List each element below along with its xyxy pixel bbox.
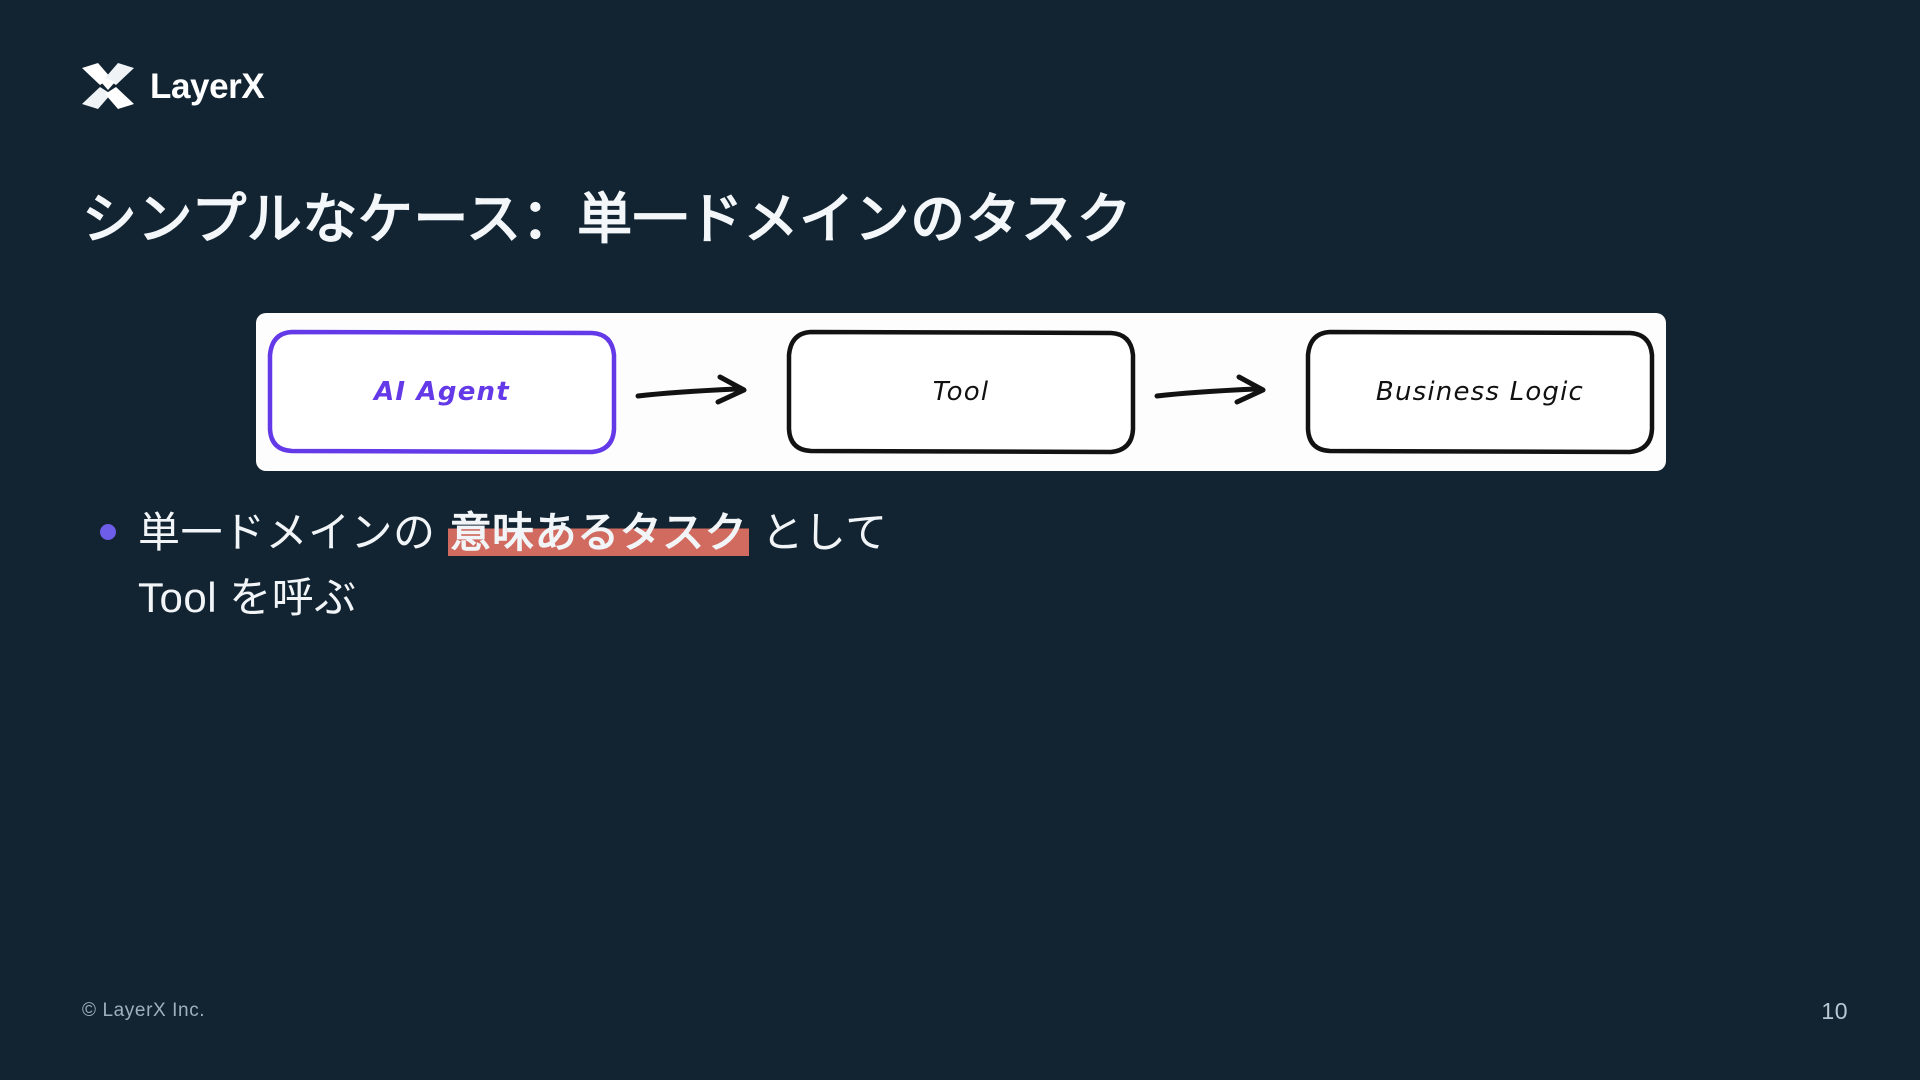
bullet-segment-plain: 単一ドメインの [138,509,448,556]
layerx-x-mark-icon [82,63,134,109]
node-frame-rounded-rect [786,329,1136,455]
bullet-second-line: Tool を呼ぶ [138,574,357,622]
footer-copyright: © LayerX Inc. [82,1000,206,1021]
diagram-node-business-logic: Business Logic [1304,329,1656,455]
diagram-node-ai-agent: AI Agent [266,329,618,455]
node-frame-rounded-rect [267,329,617,455]
diagram-node-tool: Tool [785,329,1137,455]
page-title: シンプルなケース：単一ドメインのタスク [82,188,1133,250]
page-number: 10 [1821,998,1848,1024]
brand-name: LayerX [150,66,265,106]
diagram-node-label: Business Logic [1375,377,1585,407]
list-item: 単一ドメインの 意味あるタスク として Tool を呼ぶ [100,500,1300,630]
bullet-text: 単一ドメインの 意味あるタスク として Tool を呼ぶ [138,500,888,630]
bullet-list: 単一ドメインの 意味あるタスク として Tool を呼ぶ [100,500,1300,630]
diagram-node-label: Tool [932,377,990,407]
bullet-segment-highlighted: 意味あるタスク [447,509,750,556]
arrow-right-icon [635,374,746,405]
bullet-segment-plain: として [749,509,888,556]
diagram-panel: AI Agent Tool Business Logic [256,313,1666,471]
arrow-right-icon [1154,374,1265,405]
bullet-dot-icon [100,524,116,540]
brand-logo: LayerX [82,62,265,110]
diagram-node-label: AI Agent [374,377,510,407]
node-frame-rounded-rect [1305,329,1655,455]
